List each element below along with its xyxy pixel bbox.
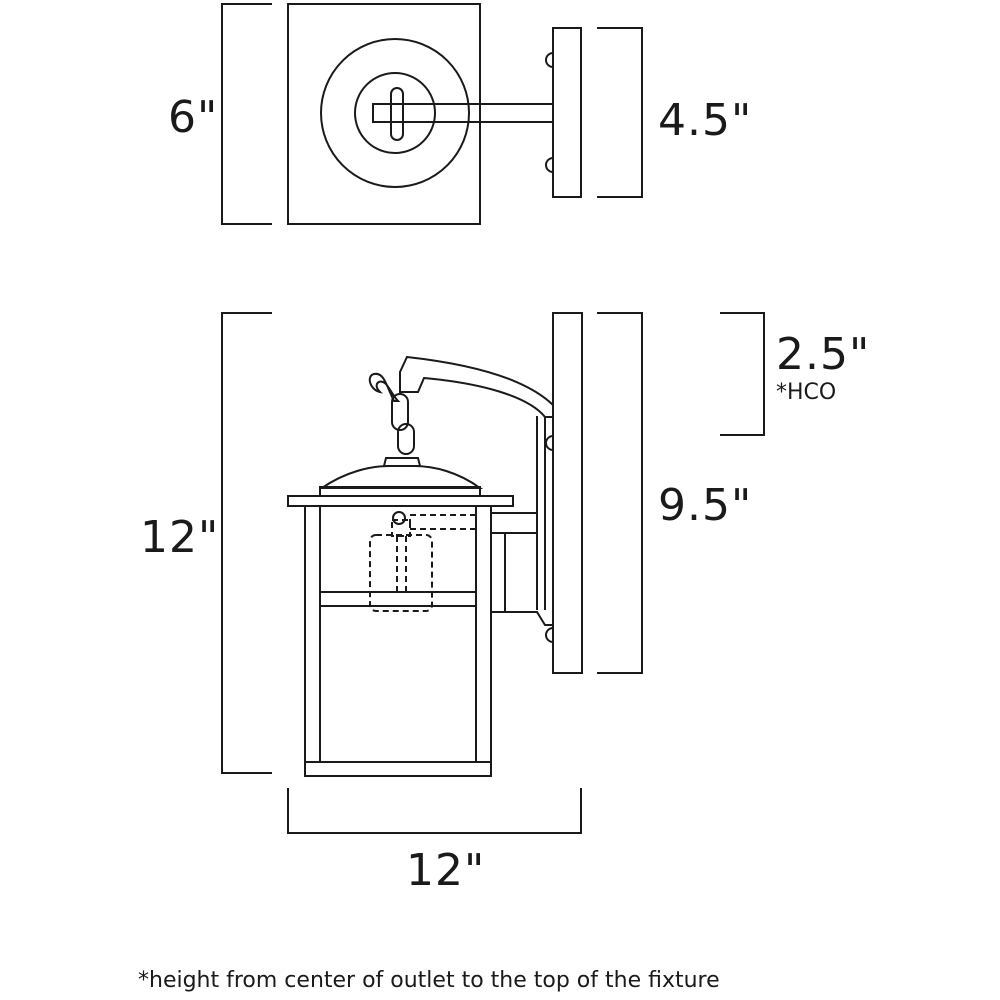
arm-curve (400, 357, 553, 417)
top-outer-circle (321, 39, 469, 187)
side-screw-upper (546, 436, 553, 450)
top-inner-circle (355, 73, 435, 153)
top-view (222, 4, 642, 224)
depth-dimension-label: 6" (168, 92, 219, 143)
side-view (222, 313, 764, 833)
top-screw-upper (546, 53, 553, 67)
hco-footnote: *height from center of outlet to the top… (138, 968, 720, 993)
backplate-width-dimension-label: 4.5" (658, 95, 753, 146)
backplate-brace (491, 533, 553, 625)
socket-knob (393, 512, 405, 524)
mount-bar (410, 515, 476, 529)
top-screw-lower (546, 158, 553, 172)
backplate-height-dimension-bracket (597, 313, 642, 673)
cap-rim (288, 496, 513, 506)
hco-dimension-bracket (720, 313, 764, 435)
cage-crossbar (320, 592, 476, 606)
top-canopy-square (288, 4, 480, 224)
chain-link-lower (398, 424, 414, 454)
socket-housing (370, 535, 432, 611)
backplate-width-dimension-bracket (597, 28, 642, 197)
cap-dome (322, 466, 480, 488)
backplate-height-dimension-label: 9.5" (658, 480, 753, 531)
hook (370, 374, 398, 401)
side-screw-lower (546, 628, 553, 642)
height-dimension-bracket (222, 313, 272, 773)
top-finial-loop (391, 88, 403, 140)
side-backplate (553, 313, 582, 673)
cage-connector (491, 513, 537, 533)
width-dimension-bracket (288, 788, 581, 833)
width-dimension-label: 12" (406, 845, 486, 896)
cage-inner (320, 506, 476, 762)
cap-finial (384, 458, 420, 466)
height-dimension-label: 12" (140, 512, 220, 563)
chain-link-upper (392, 394, 408, 430)
depth-dimension-bracket (222, 4, 272, 224)
top-backplate (553, 28, 581, 197)
hco-note: *HCO (776, 380, 837, 405)
top-arm (373, 104, 553, 122)
hco-dimension-label: 2.5" (776, 329, 871, 380)
